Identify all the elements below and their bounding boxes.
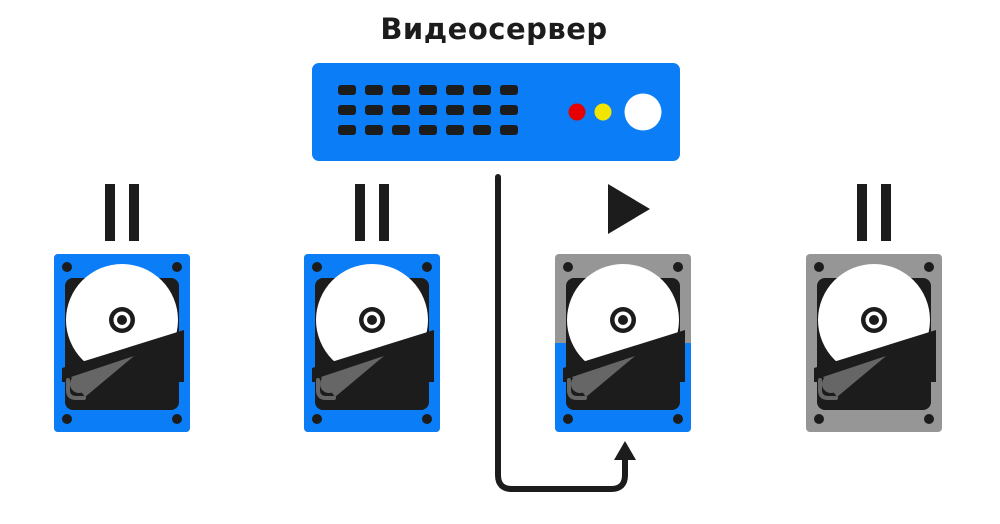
server-vent-slot <box>473 85 491 95</box>
arrow-head-icon <box>614 441 636 460</box>
server-vent-slot <box>500 105 518 115</box>
server-vent-slot <box>500 85 518 95</box>
screw-icon <box>924 414 934 424</box>
server-vent-slot <box>392 125 410 135</box>
server-vent-slot <box>446 85 464 95</box>
screw-icon <box>563 414 573 424</box>
server-vent-slot <box>365 125 383 135</box>
drive-row <box>54 184 942 432</box>
read-head-pivot <box>822 375 840 393</box>
pause-icon <box>355 184 389 241</box>
server-vent-slot <box>446 105 464 115</box>
server-vent-slot <box>419 85 437 95</box>
screw-icon <box>422 414 432 424</box>
server-vent-slot <box>419 105 437 115</box>
read-head-pivot <box>320 375 338 393</box>
screw-icon <box>422 262 432 272</box>
server-vent-slot <box>446 125 464 135</box>
server-vent-slot <box>419 125 437 135</box>
screw-icon <box>814 262 824 272</box>
server-led-yellow <box>594 103 612 121</box>
screw-icon <box>62 262 72 272</box>
screw-icon <box>62 414 72 424</box>
server-vents <box>338 85 518 135</box>
screw-icon <box>563 262 573 272</box>
hard-drive <box>806 254 942 432</box>
server-title: Видеосервер <box>380 12 608 46</box>
server-power-button <box>624 93 662 131</box>
server-vent-slot <box>338 105 356 115</box>
server-vent-slot <box>338 125 356 135</box>
screw-icon <box>172 262 182 272</box>
hard-drive <box>555 254 691 432</box>
screw-icon <box>924 262 934 272</box>
read-head-pivot <box>571 375 589 393</box>
server-vent-slot <box>392 85 410 95</box>
screw-icon <box>814 414 824 424</box>
connection-arrow-line <box>495 174 628 492</box>
pause-icon <box>857 184 891 241</box>
video-server <box>312 63 680 161</box>
server-vent-slot <box>473 105 491 115</box>
server-vent-slot <box>392 105 410 115</box>
server-vent-slot <box>500 125 518 135</box>
server-vent-slot <box>365 85 383 95</box>
read-head-pivot <box>70 375 88 393</box>
server-vent-slot <box>365 105 383 115</box>
pause-icon <box>105 184 139 241</box>
hard-drive <box>304 254 440 432</box>
screw-icon <box>312 414 322 424</box>
screw-icon <box>312 262 322 272</box>
server-vent-slot <box>338 85 356 95</box>
screw-icon <box>673 262 683 272</box>
screw-icon <box>673 414 683 424</box>
play-icon <box>608 184 650 234</box>
server-led-red <box>568 103 586 121</box>
screw-icon <box>172 414 182 424</box>
hard-drive <box>54 254 190 432</box>
server-vent-slot <box>473 125 491 135</box>
